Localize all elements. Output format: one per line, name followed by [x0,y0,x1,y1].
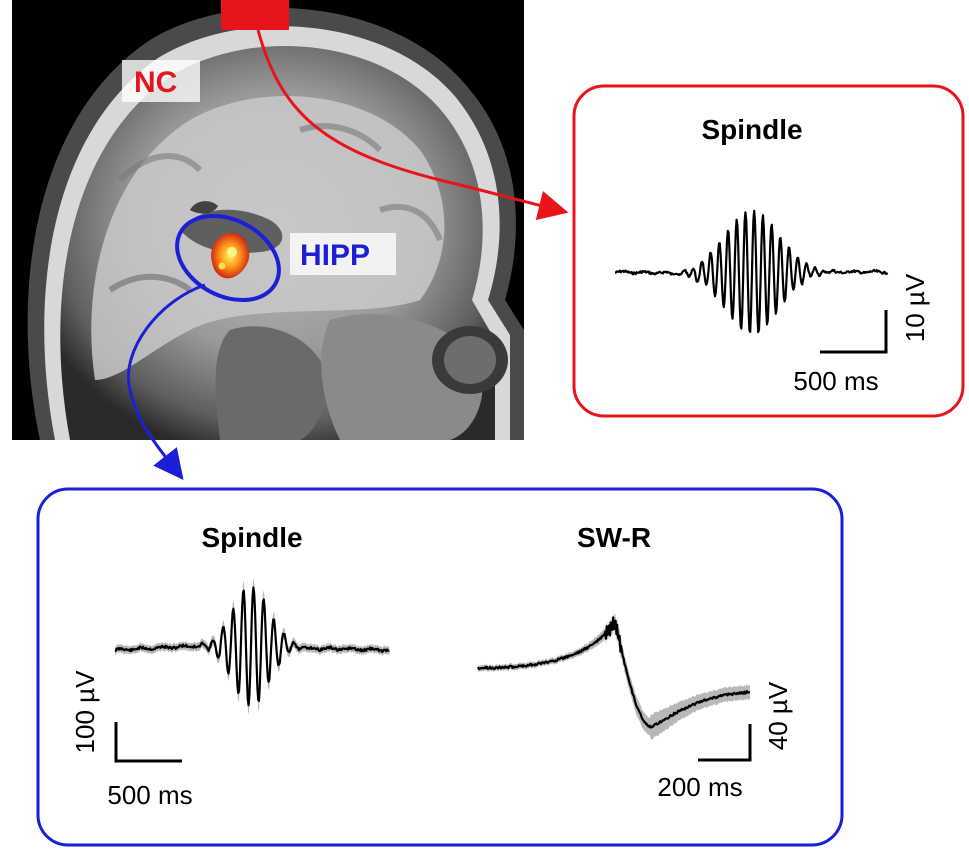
hippocampus-activation-blob [211,232,250,279]
hippocampus-swr-scale-x-label: 200 ms [657,772,742,802]
nc-label: NC [122,60,200,102]
svg-text:NC: NC [134,66,177,99]
hippocampus-spindle-title: Spindle [201,522,302,553]
hipp-label: HIPP [290,233,396,275]
hippocampus-swr-title: SW-R [577,522,651,553]
mri-brain-image [12,0,524,440]
neocortex-scale-y-label: 10 µV [900,273,930,342]
hippocampus-spindle-scale-y-label: 100 µV [70,670,100,754]
hippocampus-spindle-scale-bar [114,722,182,763]
svg-text:HIPP: HIPP [300,239,370,272]
neocortex-electrode-marker [221,0,289,30]
neocortex-arrow [256,29,569,221]
hippocampus-swr-scale-bar [698,724,752,762]
neocortex-spindle-panel: Spindle 500 ms 10 µV [572,84,965,418]
hippocampus-spindle-trace [114,586,390,707]
neocortex-spindle-title: Spindle [701,114,802,145]
neocortex-spindle-trace [614,209,889,334]
neocortex-scale-x-label: 500 ms [793,366,878,396]
hippocampus-swr-scale-y-label: 40 µV [763,681,793,750]
hippocampus-outline-ellipse [175,213,281,303]
hippocampus-swr-error-band [478,610,750,740]
neocortex-scale-bar [820,310,888,354]
hippocampus-panel: Spindle 500 ms 100 µV SW-R 200 ms 40 µV [36,487,844,847]
hippocampus-spindle-scale-x-label: 500 ms [107,780,192,810]
hippocampus-arrow [127,283,206,480]
hippocampus-swr-trace [476,616,751,729]
